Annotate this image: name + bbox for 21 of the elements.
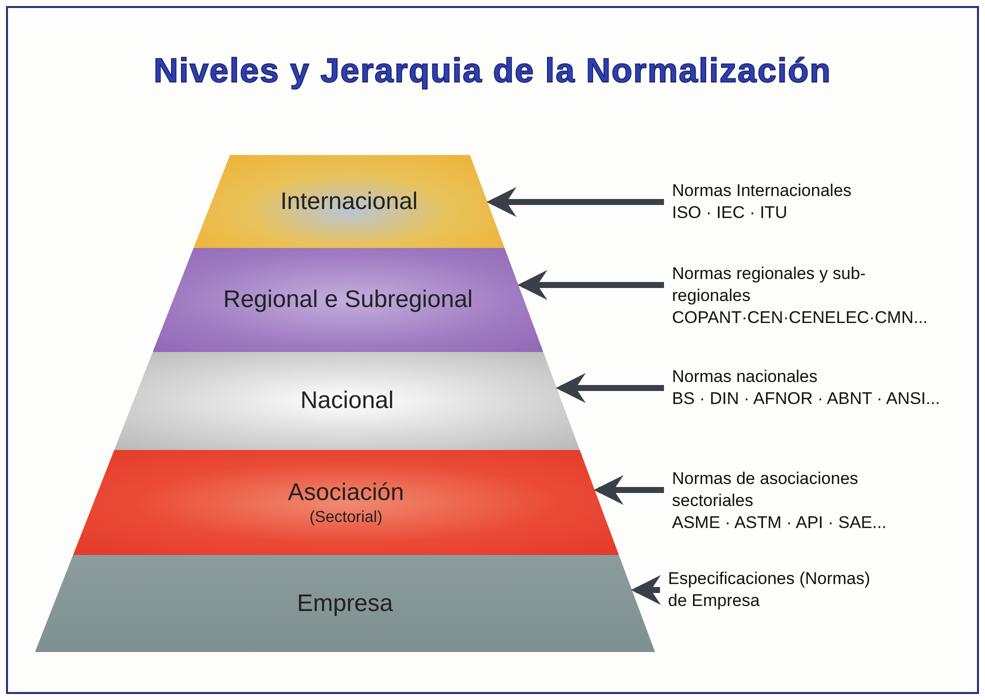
standards-heading: Especificaciones (Normas) de Empresa xyxy=(668,568,872,612)
standards-heading: Normas Internacionales xyxy=(672,180,852,202)
level-label: Internacional xyxy=(280,186,418,217)
level-sublabel: (Sectorial) xyxy=(310,508,382,528)
standards-list: ISO · IEC · ITU xyxy=(672,202,852,224)
level-label: Asociación xyxy=(288,478,404,508)
arrow xyxy=(594,475,664,505)
level-label: Empresa xyxy=(296,588,394,619)
standards-list: COPANT·CEN·CENELEC·CMN... xyxy=(672,307,928,330)
level-label: Nacional xyxy=(300,386,394,416)
standards-list: ASME · ASTM · API · SAE... xyxy=(672,512,897,534)
arrow xyxy=(556,373,664,403)
arrow xyxy=(517,270,664,300)
standards-heading: Normas regionales y sub-regionales xyxy=(672,263,867,308)
standards-list: BS · DIN · AFNOR · ABNT · ANSI... xyxy=(672,388,940,410)
standards-heading: Normas de asociaciones sectoriales xyxy=(672,468,860,512)
arrow xyxy=(486,187,664,217)
level-label: Regional e Subregional xyxy=(223,285,473,316)
arrow xyxy=(630,575,661,605)
diagram-title: Niveles y Jerarquia de la Normalización xyxy=(152,52,832,91)
standards-heading: Normas nacionales xyxy=(672,366,819,388)
